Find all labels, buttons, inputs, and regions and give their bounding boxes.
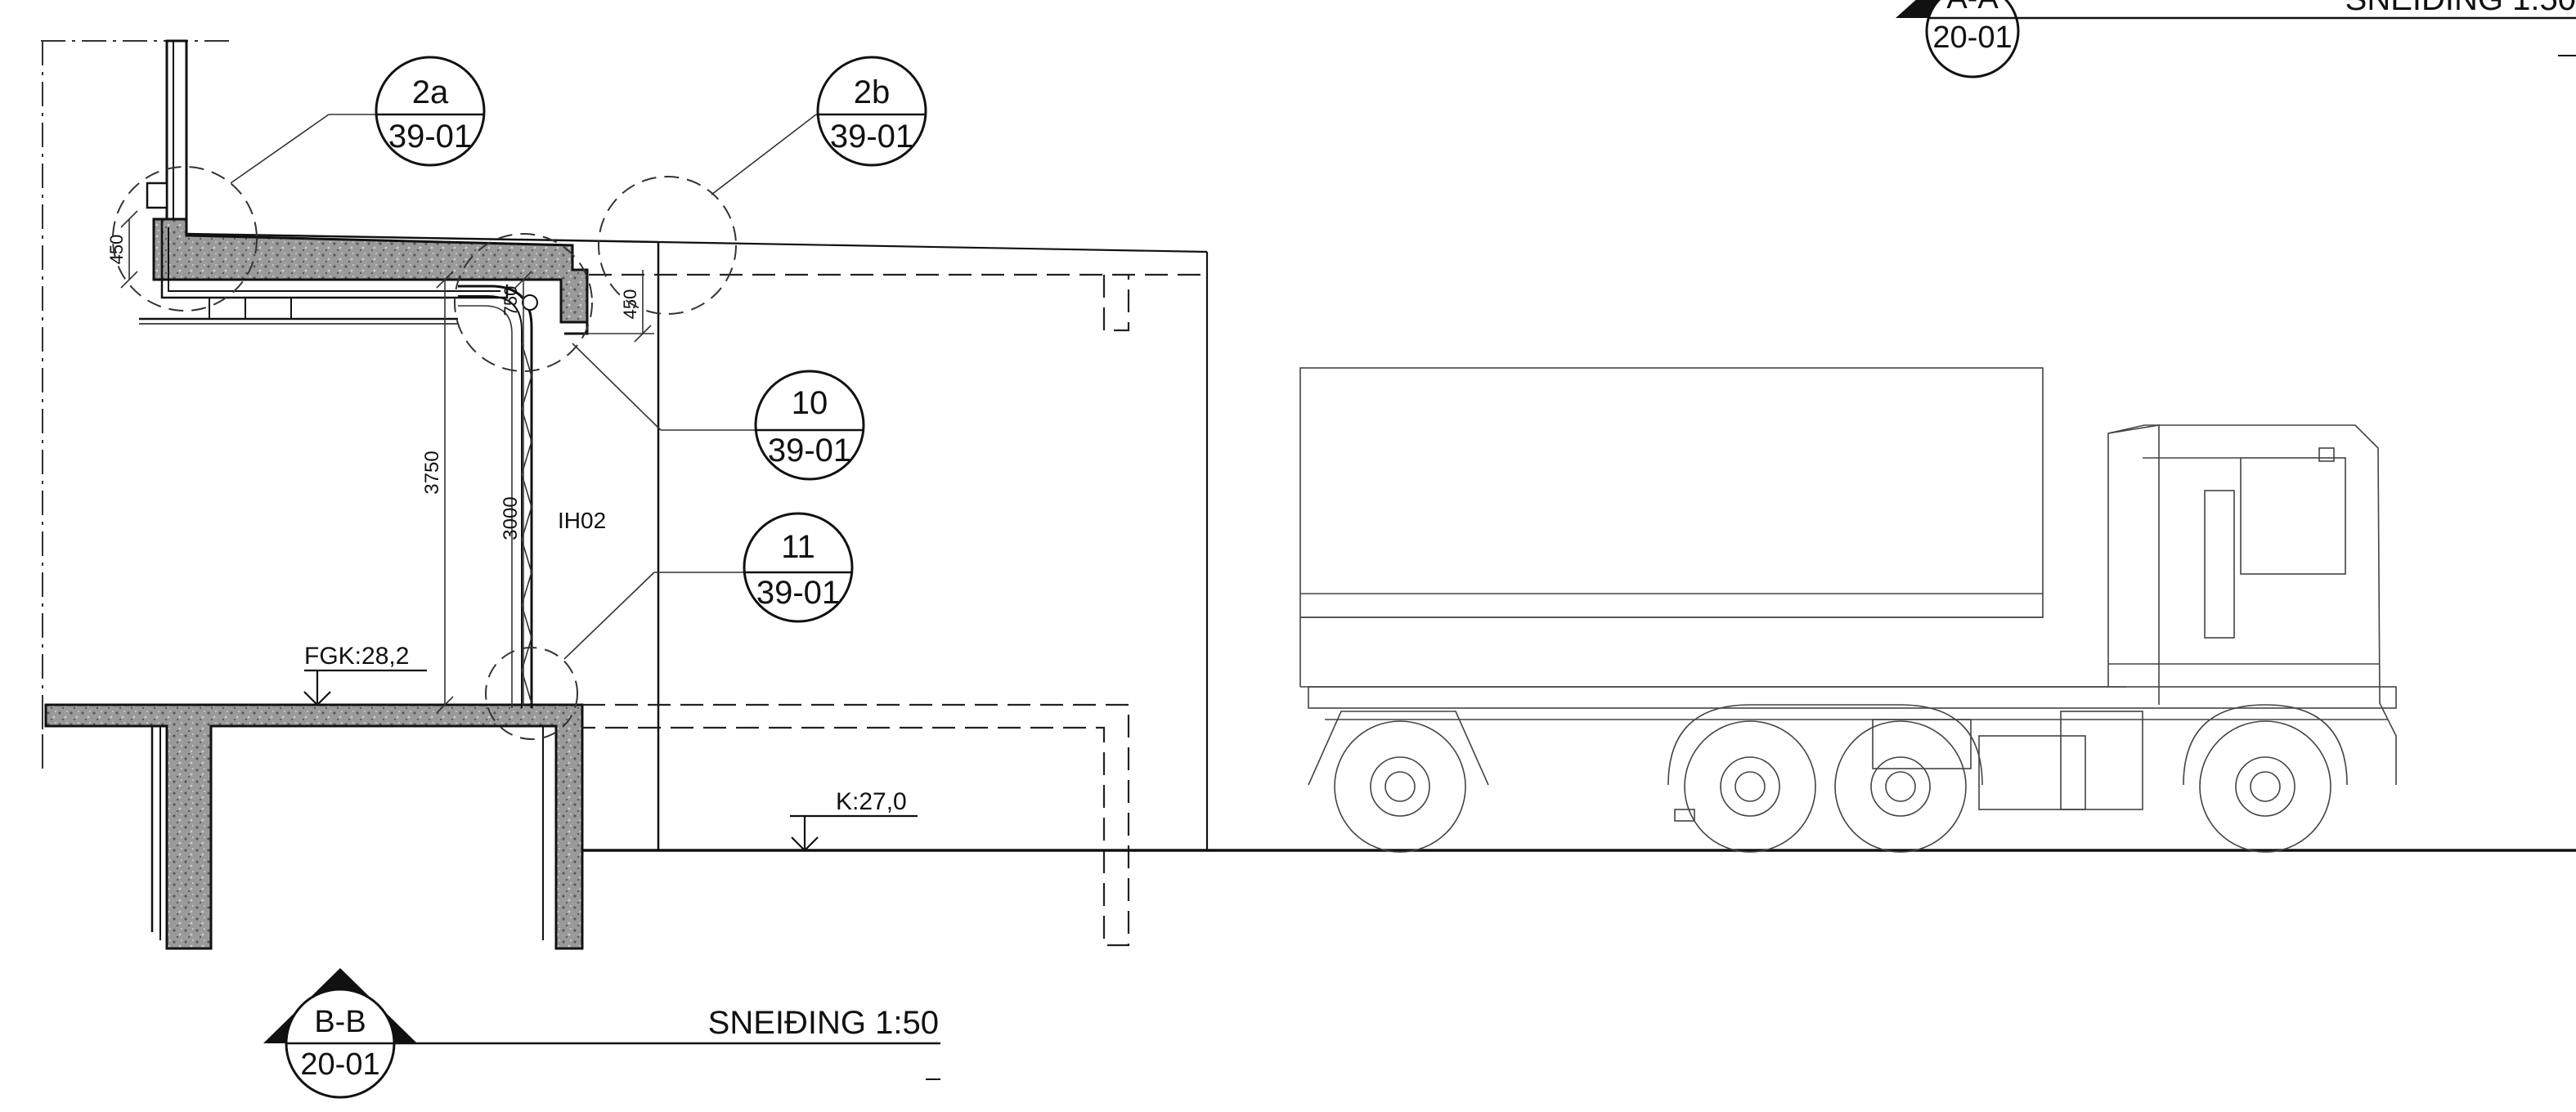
detail-11-sheet: 39-01 bbox=[756, 575, 840, 611]
section-code: A-A bbox=[1946, 0, 1999, 16]
detail-callout-10 bbox=[454, 233, 865, 481]
boundary-lines bbox=[41, 40, 229, 769]
dimension-750: 750 bbox=[500, 286, 521, 316]
dimension-450-left: 450 bbox=[106, 235, 127, 265]
level-floor-label: FGK:28,2 bbox=[304, 643, 409, 670]
section-title: SNEIÐING 1:50 bbox=[2345, 0, 2576, 17]
detail-10-id: 10 bbox=[792, 385, 828, 421]
dimension-3000: 3000 bbox=[500, 496, 522, 540]
level-marker-floor bbox=[303, 669, 427, 706]
detail-10-sheet: 39-01 bbox=[768, 433, 851, 469]
level-ground-label: K:27,0 bbox=[836, 788, 907, 815]
truck-wheel bbox=[1684, 720, 1816, 853]
building-structure bbox=[42, 39, 1209, 950]
truck-wheel bbox=[1334, 720, 1466, 853]
truck-wheel bbox=[1834, 720, 1967, 853]
dimension-3750: 3750 bbox=[421, 451, 443, 494]
detail-2b-sheet: 39-01 bbox=[830, 119, 913, 155]
detail-2a-sheet: 39-01 bbox=[388, 119, 472, 155]
detail-callout-2b bbox=[598, 56, 927, 315]
section-title-b-b bbox=[263, 968, 940, 1099]
detail-11-id: 11 bbox=[781, 529, 815, 565]
section-marker-circle bbox=[1925, 0, 2020, 78]
detail-2b-id: 2b bbox=[854, 74, 891, 110]
detail-callout-11 bbox=[485, 512, 854, 740]
section-code: B-B bbox=[314, 1005, 366, 1039]
truck-illustration bbox=[1299, 367, 2397, 853]
level-marker-ground bbox=[790, 814, 918, 852]
truck-wheel bbox=[2199, 720, 2331, 853]
dimension-450-right: 450 bbox=[620, 289, 640, 320]
section-title: SNEIÐING 1:50 bbox=[708, 1005, 939, 1041]
section-title-a-a: A-A 20-01 SNEIÐING 1:50 bbox=[1896, 0, 2576, 78]
detail-callout-2a bbox=[112, 56, 486, 312]
section-sheet: 20-01 bbox=[300, 1047, 379, 1082]
door-label: IH02 bbox=[558, 508, 606, 533]
section-sheet: 20-01 bbox=[1932, 20, 2012, 55]
dimension-lines bbox=[120, 210, 654, 714]
detail-2a-id: 2a bbox=[412, 74, 449, 110]
